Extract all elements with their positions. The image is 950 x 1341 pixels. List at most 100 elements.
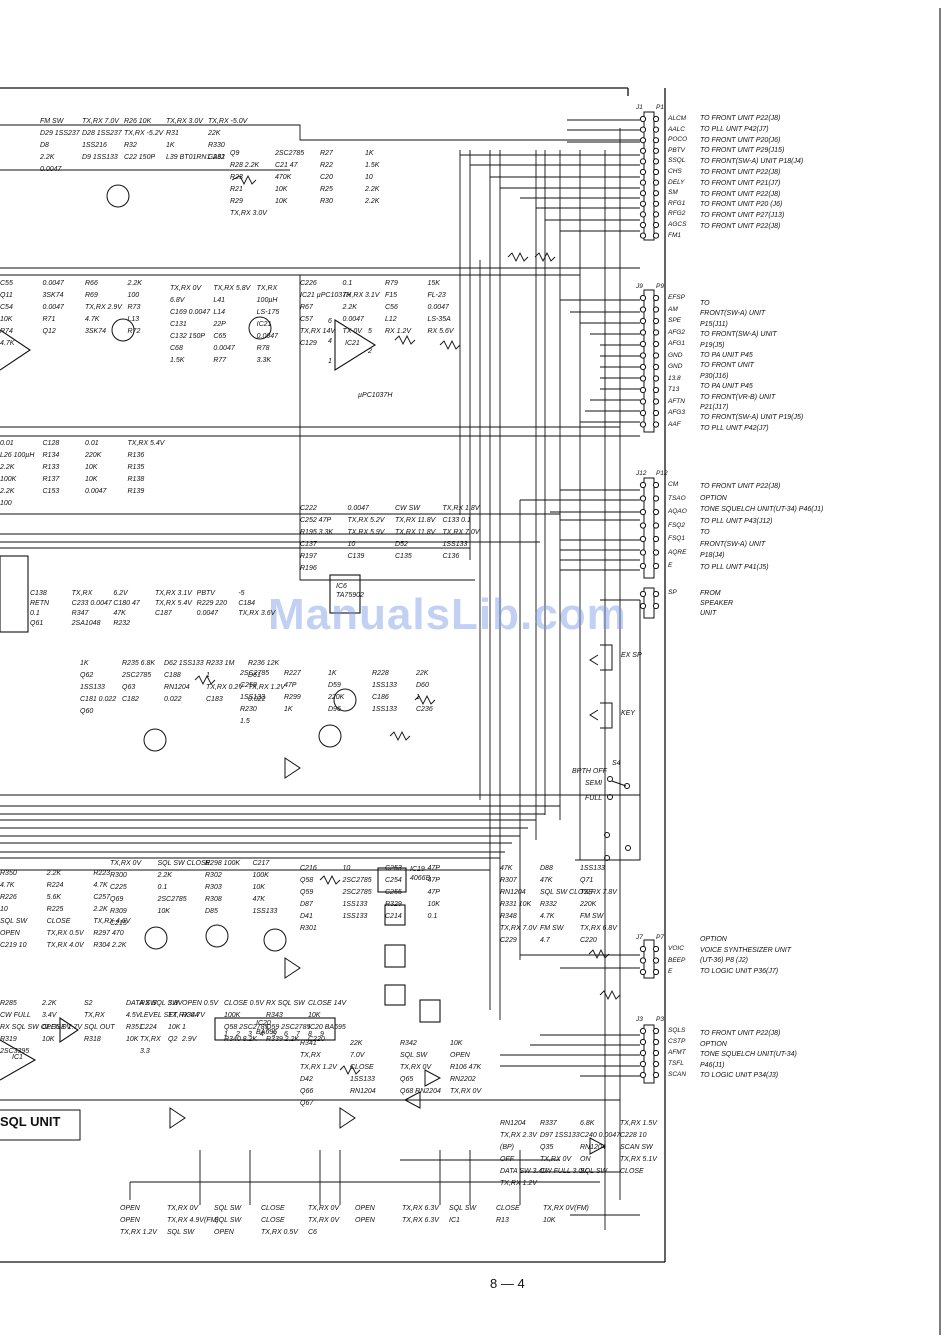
ic-pin-number: 9 bbox=[320, 1031, 324, 1038]
j9-pin-7 bbox=[639, 375, 647, 382]
speaker-destination: UNIT bbox=[700, 610, 717, 617]
component-label: SCAN SW bbox=[620, 1144, 653, 1151]
j1-pin-9 bbox=[639, 211, 647, 218]
bus-wiring bbox=[0, 119, 640, 1230]
component-label: R26 10K bbox=[124, 118, 152, 125]
component-label: TX,RX 7.0V bbox=[442, 529, 480, 536]
j9-pin-9-mate bbox=[652, 398, 660, 405]
j3-pin-4 bbox=[639, 1071, 647, 1079]
component-label: R347 bbox=[71, 610, 89, 617]
component-label: TX,RX 11.8V bbox=[395, 529, 436, 536]
component-label: 0.1 bbox=[427, 913, 438, 920]
component-label: Q59 2SC2785 bbox=[266, 1024, 311, 1031]
component-label: C187 bbox=[155, 610, 172, 617]
component-label: 47P bbox=[427, 877, 440, 884]
j12-pin-4-mate bbox=[652, 535, 660, 543]
j12-pin-label: CM bbox=[668, 481, 679, 488]
component-label: 100K bbox=[252, 872, 269, 879]
j1-pin-10 bbox=[639, 221, 647, 229]
component-label: TX 0V bbox=[342, 328, 362, 335]
j3-pin-label: SCAN bbox=[668, 1071, 687, 1078]
component-label: Q71 bbox=[580, 877, 594, 884]
component-label: D59 bbox=[328, 682, 341, 689]
ic-pin-number: 6 bbox=[284, 1031, 288, 1038]
ic-pin-number: 5 bbox=[368, 328, 372, 335]
j12-pin-0 bbox=[639, 481, 647, 489]
j9-pin-label: AFG1 bbox=[668, 340, 685, 347]
component-label: TX,RX 1.8V bbox=[442, 505, 480, 512]
component-label: TX,RX 11.8V bbox=[395, 517, 436, 524]
j1-destination: TO FRONT UNIT P29(J15) bbox=[700, 147, 785, 155]
transistor-symbols bbox=[106, 184, 607, 1155]
component-label: R343 bbox=[266, 1012, 283, 1019]
j9-pin-3 bbox=[639, 329, 647, 336]
component-label: 0.0047 bbox=[342, 316, 364, 323]
speaker-destination: SPEAKER bbox=[700, 600, 734, 607]
component-label: L12 bbox=[385, 316, 397, 323]
component-label: C6 bbox=[308, 1229, 317, 1236]
component-label: R223 bbox=[93, 870, 111, 877]
jack-switch-symbols bbox=[575, 600, 641, 861]
component-label: 10K bbox=[85, 464, 98, 471]
component-label: 47P bbox=[284, 682, 297, 689]
j12-destination: OPTION bbox=[700, 494, 727, 502]
component-label: 7.0V bbox=[350, 1052, 365, 1059]
component-label: TX,RX bbox=[84, 1012, 105, 1019]
j9-pin-8 bbox=[639, 386, 647, 394]
component-label: C169 0.0047 bbox=[170, 309, 211, 316]
j9-destination: TO PA UNIT P45 bbox=[700, 352, 753, 359]
component-label: R297 470 bbox=[93, 930, 124, 937]
component-label: 2SC3395 bbox=[0, 1048, 30, 1055]
j12-pin-label: E bbox=[668, 562, 673, 569]
j9-destination: TO PA UNIT P45 bbox=[700, 383, 753, 391]
j7-destination: (UT-36) P8 (J2) bbox=[700, 957, 748, 964]
component-label: R27 bbox=[320, 150, 333, 157]
component-label: R74 bbox=[0, 328, 13, 335]
j3-pin-0 bbox=[639, 1027, 647, 1035]
component-label: 220K bbox=[580, 901, 597, 908]
j12-pin-5-mate bbox=[652, 549, 660, 556]
component-label: SQL SW bbox=[167, 1229, 195, 1236]
component-label: D60 bbox=[416, 682, 429, 689]
component-label: IC21 bbox=[256, 321, 272, 328]
component-label: D61 bbox=[248, 672, 261, 679]
component-label: SQL SW CLOSE bbox=[157, 860, 211, 867]
component-label: 10K bbox=[543, 1217, 556, 1224]
component-label: CLOSE bbox=[46, 918, 71, 925]
j1-destination: TO FRONT UNIT P22(J8) bbox=[700, 115, 781, 122]
j9-pin-1-mate bbox=[652, 306, 660, 313]
component-label: OPEN bbox=[355, 1205, 375, 1212]
component-label: TX,RX -5.0V bbox=[208, 118, 248, 125]
component-label: L26 100µH bbox=[0, 452, 35, 459]
component-label: C184 bbox=[238, 600, 256, 607]
component-label: 2SC2785 bbox=[122, 672, 152, 679]
component-label: R226 bbox=[0, 894, 17, 901]
component-label: 10 bbox=[0, 906, 8, 913]
component-label: 1.5K bbox=[365, 162, 380, 169]
component-label: C139 bbox=[347, 553, 365, 560]
j9-pair: P9 bbox=[656, 283, 664, 290]
component-label: 1K bbox=[284, 706, 293, 713]
component-label: SQL SW CLOSE bbox=[540, 889, 593, 896]
component-label: RN1204 bbox=[500, 1120, 526, 1127]
component-label: TX,RX 6.3V bbox=[402, 1217, 439, 1224]
component-label: 1SS133 bbox=[372, 682, 397, 689]
component-label: R77 bbox=[213, 357, 227, 364]
j12-pin-0-mate bbox=[652, 481, 660, 489]
j7-pin-1 bbox=[639, 957, 647, 964]
j1-pin-0-mate bbox=[652, 115, 660, 123]
j1-pin-label: SSQL bbox=[668, 157, 686, 165]
component-label: C183 bbox=[206, 696, 223, 703]
component-label: C253 bbox=[385, 865, 402, 872]
ic-part: BA695 bbox=[256, 1029, 278, 1036]
component-label: R235 6.8K bbox=[122, 660, 156, 667]
component-label: (BP) bbox=[500, 1144, 514, 1151]
component-label: TX,RX 0V(FM) bbox=[543, 1205, 589, 1212]
component-label: 0.0047 bbox=[85, 488, 107, 495]
ic-pin-number: 8 bbox=[308, 1031, 312, 1038]
component-label: SQL SW bbox=[214, 1205, 242, 1212]
component-label: R285 bbox=[0, 1000, 17, 1007]
j1-pin-label: AGCS bbox=[668, 221, 687, 228]
component-label: R73 bbox=[127, 304, 141, 311]
component-label: 1SS133 bbox=[372, 706, 397, 713]
